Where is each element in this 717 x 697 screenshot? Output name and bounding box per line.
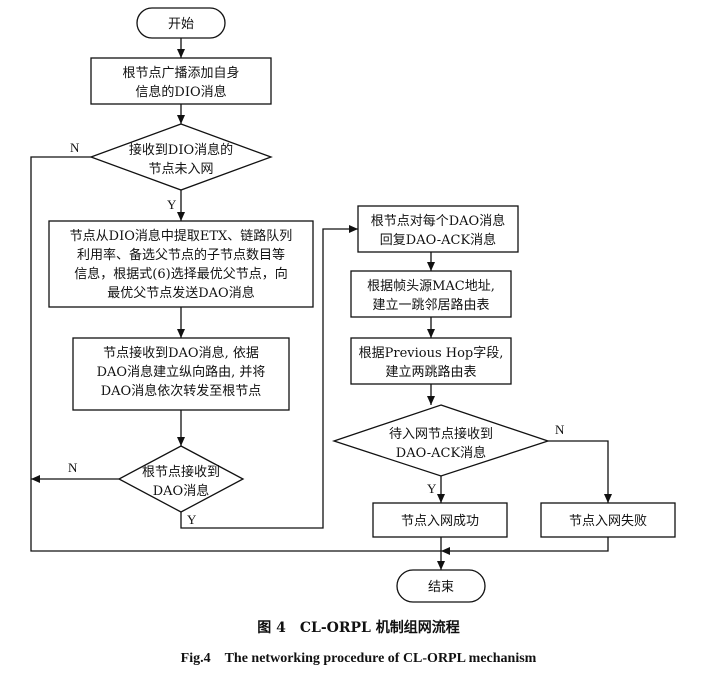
two-hop-label-2: 建立两跳路由表 [385, 364, 476, 380]
two-hop-process [350, 337, 512, 385]
select-parent-label-1: 节点从DIO消息中提取ETX、链路队列 [70, 228, 293, 244]
receive-yes-label: Y [167, 197, 177, 212]
success-label: 节点入网成功 [401, 514, 479, 529]
receive-dio-decision [89, 123, 273, 191]
root-yes-label: Y [187, 512, 197, 527]
broadcast-label-2: 信息的DIO消息 [135, 84, 226, 100]
broadcast-label-1: 根节点广播添加自身 [122, 65, 239, 81]
reply-ack-process [357, 205, 519, 253]
select-parent-label-4: 最优父节点发送DAO消息 [107, 285, 254, 301]
figure-caption-cn: 图 4 CL-ORPL 机制组网流程 [257, 620, 460, 636]
wait-ack-label-1: 待入网节点接收到 [389, 426, 493, 442]
one-hop-process [350, 270, 512, 318]
select-parent-process [48, 220, 314, 308]
receive-dio-label-2: 节点未入网 [148, 162, 213, 177]
receive-no-label: N [70, 140, 80, 155]
flowchart: 开始 根节点广播添加自身 信息的DIO消息 接收到DIO消息的 节点未入网 节点… [30, 7, 676, 603]
wait-no-label: N [555, 422, 565, 437]
fail-process [540, 502, 676, 538]
success-process [372, 502, 508, 538]
edge-fail-to-end [441, 537, 609, 555]
wait-yes-label: Y [427, 481, 437, 496]
broadcast-process [90, 57, 272, 105]
build-route-label-1: 节点接收到DAO消息, 依据 [103, 345, 259, 361]
fail-label: 节点入网失败 [569, 514, 647, 529]
figure-caption-en: Fig.4 The networking procedure of CL-ORP… [180, 651, 537, 666]
root-receive-decision [117, 445, 245, 513]
reply-ack-label-2: 回复DAO-ACK消息 [380, 232, 496, 248]
root-receive-label-2: DAO消息 [153, 483, 209, 499]
edge-receive-no [30, 156, 441, 552]
build-route-label-3: DAO消息依次转发至根节点 [101, 383, 261, 399]
select-parent-label-3: 信息，根据式(6)选择最优父节点，向 [74, 266, 287, 282]
root-receive-label-1: 根节点接收到 [142, 464, 220, 480]
connectors [30, 38, 612, 570]
start-terminal [136, 7, 226, 39]
one-hop-label-1: 根据帧头源MAC地址, [367, 279, 495, 294]
reply-ack-label-1: 根节点对每个DAO消息 [371, 213, 505, 229]
root-no-label: N [68, 460, 78, 475]
edge-root-yes [180, 225, 358, 529]
wait-ack-decision [331, 404, 551, 477]
two-hop-label-1: 根据Previous Hop字段, [359, 346, 504, 361]
receive-dio-label-1: 接收到DIO消息的 [129, 142, 233, 158]
one-hop-label-2: 建立一跳邻居路由表 [372, 297, 489, 313]
end-label: 结束 [428, 580, 454, 595]
end-terminal [396, 569, 486, 603]
build-route-label-2: DAO消息建立纵向路由, 并将 [97, 364, 266, 380]
wait-ack-label-2: DAO-ACK消息 [396, 445, 486, 461]
edge-wait-no [548, 440, 612, 503]
start-label: 开始 [168, 17, 194, 32]
select-parent-label-2: 利用率、备选父节点的子节点数目等 [77, 247, 285, 263]
build-route-process [72, 337, 290, 411]
